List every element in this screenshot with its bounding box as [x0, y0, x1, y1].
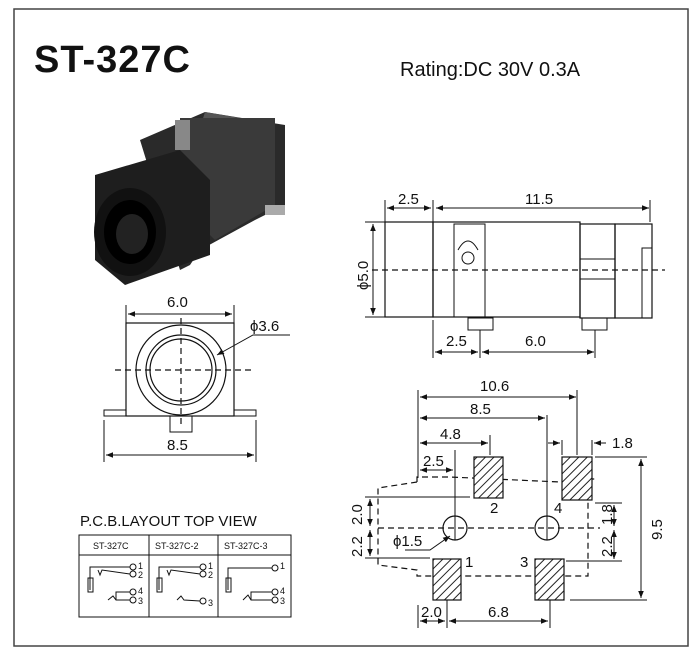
- front-view-drawing: [103, 305, 290, 462]
- dim-front-hole: ϕ3.6: [250, 318, 279, 335]
- pad-label-1: 1: [465, 554, 473, 571]
- dim-side-left: 2.5: [398, 191, 419, 208]
- pad-3: [534, 558, 565, 601]
- dim-pcb-6-8: 6.8: [488, 604, 509, 621]
- pin-label: 3: [208, 598, 213, 608]
- pad-4: [561, 456, 593, 501]
- dim-pcb-2-0-bottom: 2.0: [421, 604, 442, 621]
- pin-label: 1: [280, 561, 285, 571]
- dim-pcb-2-5: 2.5: [423, 453, 444, 470]
- pcb-layout-table: [78, 534, 292, 618]
- product-photo: [94, 112, 285, 285]
- dim-pcb-right-bottom: 2.2: [599, 536, 616, 557]
- pin-label: 4: [280, 586, 285, 596]
- rating-text: Rating:DC 30V 0.3A: [400, 59, 581, 81]
- pin-label: 4: [138, 586, 143, 596]
- dim-side-pin2: 6.0: [525, 333, 546, 350]
- pad-label-4: 4: [554, 500, 562, 517]
- pad-label-3: 3: [520, 554, 528, 571]
- pin-label: 3: [280, 596, 285, 606]
- dim-front-width: 6.0: [167, 294, 188, 311]
- dim-pcb-1-8: 1.8: [612, 435, 633, 452]
- dim-front-base: 8.5: [167, 437, 188, 454]
- pin-label: 3: [138, 596, 143, 606]
- dim-pcb-right-top: 1.8: [599, 504, 616, 525]
- dim-pcb-4-8: 4.8: [440, 426, 461, 443]
- pad-2: [473, 456, 504, 499]
- table-header-st-327c-2: ST-327C-2: [155, 541, 199, 551]
- pcb-footprint-drawing: [365, 390, 647, 628]
- pin-label: 2: [138, 570, 143, 580]
- dim-pcb-9-5: 9.5: [649, 519, 666, 540]
- pin-label: 1: [138, 561, 143, 571]
- dim-pcb-left-top: 2.0: [349, 504, 366, 525]
- dim-side-diameter: ϕ5.0: [355, 261, 372, 290]
- dim-pcb-left-bottom: 2.2: [349, 536, 366, 557]
- pad-1: [432, 558, 462, 601]
- dim-pcb-hole: ϕ1.5: [393, 533, 422, 550]
- page-frame: [13, 8, 689, 647]
- side-view-drawing: [365, 200, 665, 358]
- part-number-title: ST-327C: [34, 39, 191, 81]
- table-header-st-327c-3: ST-327C-3: [224, 541, 268, 551]
- dim-side-pin1: 2.5: [446, 333, 467, 350]
- dim-pcb-10-6: 10.6: [480, 378, 509, 395]
- table-header-st-327c: ST-327C: [93, 541, 129, 551]
- pin-label: 1: [208, 561, 213, 571]
- pcb-layout-title: P.C.B.LAYOUT TOP VIEW: [80, 513, 258, 530]
- pin-label: 2: [208, 570, 213, 580]
- pad-label-2: 2: [490, 500, 498, 517]
- dim-pcb-8-5: 8.5: [470, 401, 491, 418]
- dim-side-length: 11.5: [525, 191, 553, 208]
